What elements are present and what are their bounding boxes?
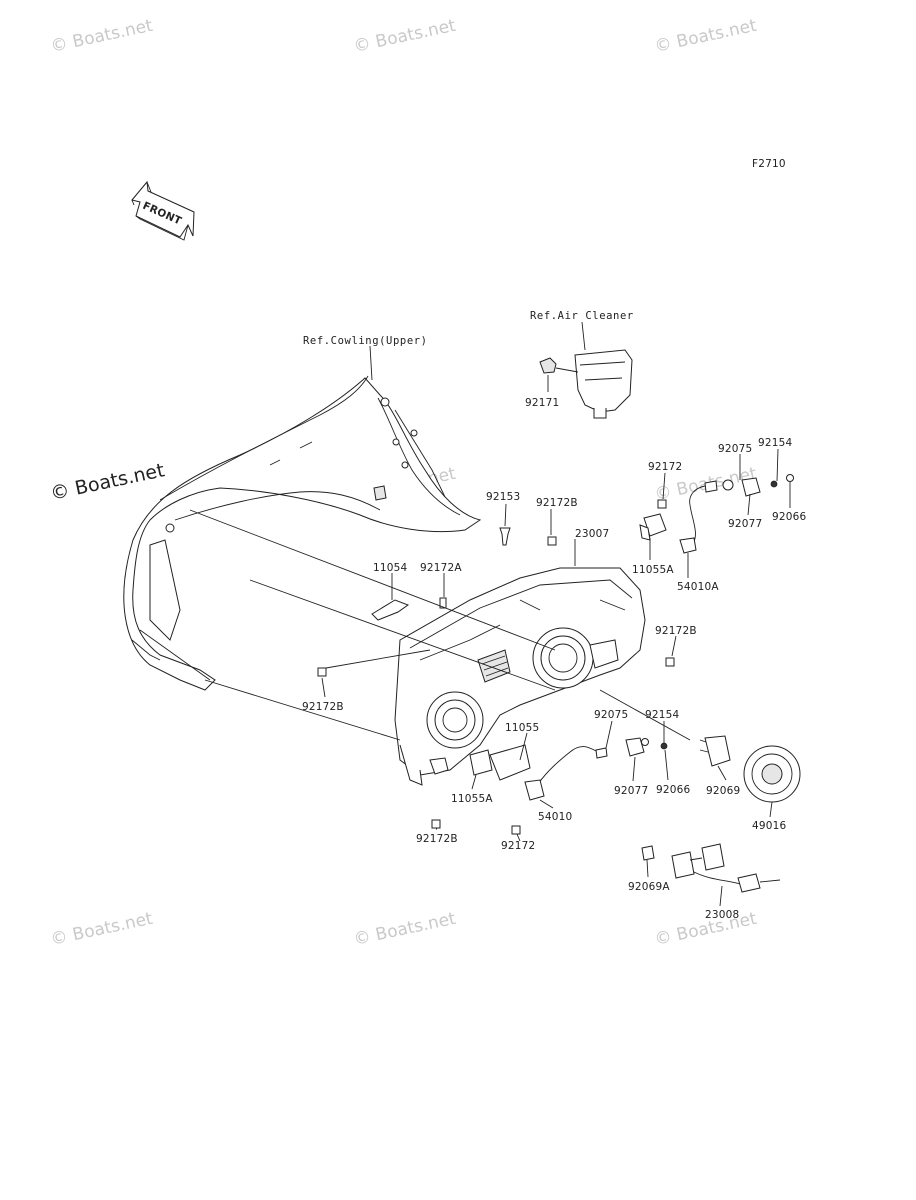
part-label: 11054 (373, 562, 408, 574)
part-label: 92075 (718, 443, 752, 455)
part-label: 92172A (420, 562, 462, 574)
bracket-11054 (371, 599, 410, 621)
part-label: 49016 (752, 820, 787, 832)
part-label: 92066 (656, 784, 691, 796)
part-label: 92077 (614, 785, 648, 797)
part-label: 92172 (648, 461, 682, 473)
headlight-assembly-drawing (394, 567, 646, 786)
middle-bulb-set (469, 735, 801, 803)
watermark: © Boats.net (653, 16, 759, 57)
part-label: 92172B (302, 701, 344, 713)
part-label: 92154 (645, 709, 680, 721)
part-label: 11055A (632, 564, 674, 576)
part-label: 54010A (677, 581, 719, 593)
ref-air-cleaner-label: Ref.Air Cleaner (530, 310, 634, 322)
watermark: © Boats.net (352, 16, 458, 57)
ref-cowling-upper-label: Ref.Cowling(Upper) (303, 335, 428, 347)
upper-bulb-set (639, 474, 794, 554)
part-label: 92153 (486, 491, 520, 503)
part-label: 92066 (772, 511, 807, 523)
part-label: 23008 (705, 909, 739, 921)
lower-harness-set (641, 843, 781, 893)
watermark: © Boats.net (352, 909, 458, 950)
part-label: 92075 (594, 709, 628, 721)
part-label: 23007 (575, 528, 609, 540)
part-label: 11055A (451, 793, 493, 805)
part-label: 92172B (655, 625, 697, 637)
cowling-upper-drawing (123, 375, 482, 691)
watermark-dark: © Boats.net (48, 459, 166, 505)
part-label: 92172 (501, 840, 535, 852)
part-label: 92154 (758, 437, 793, 449)
part-label: 92172B (416, 833, 458, 845)
watermark: © Boats.net (49, 909, 155, 950)
part-labels: 92171 92153 92172B 23007 92172 11055A 92… (302, 397, 807, 921)
part-label: 92077 (728, 518, 762, 530)
part-label: 54010 (538, 811, 572, 823)
part-label: 92172B (536, 497, 578, 509)
part-label: 92069A (628, 881, 670, 893)
part-label: 92171 (525, 397, 559, 409)
part-label: 11055 (505, 722, 539, 734)
part-label: 92069 (706, 785, 740, 797)
fasteners (317, 499, 675, 835)
watermark: © Boats.net (49, 16, 155, 57)
diagram-code: F2710 (752, 158, 786, 170)
leader-lines (189, 321, 791, 907)
front-arrow-icon: FRONT (131, 180, 195, 241)
air-cleaner-drawing (539, 349, 633, 419)
